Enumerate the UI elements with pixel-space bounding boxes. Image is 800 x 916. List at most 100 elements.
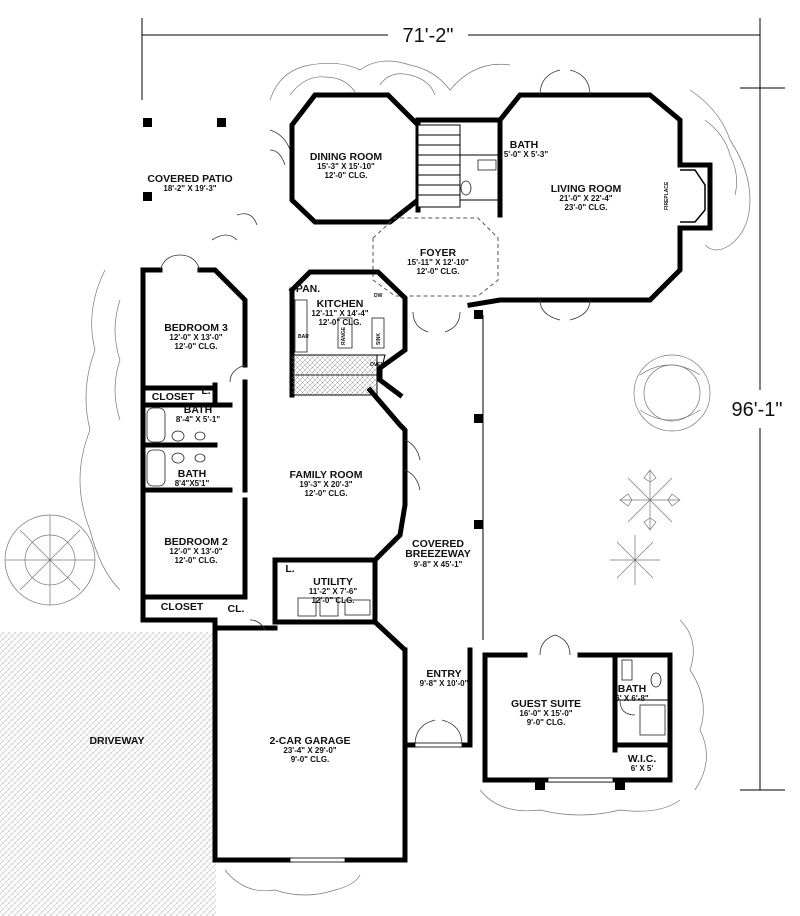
room-size: 15'-11" X 12'-10": [407, 258, 469, 267]
room-ceiling: 12'-0" CLG.: [324, 171, 367, 180]
tree-palm-1: [619, 469, 681, 531]
room-bath-b2: BATH 8'4"X5'1": [175, 468, 210, 488]
fireplace-label: FIREPLACE: [664, 181, 670, 210]
room-utility: UTILITY 11'-2" X 7'-6" 12'-0" CLG.: [309, 576, 358, 605]
shrub-left: [79, 269, 121, 591]
room-name: 2-CAR GARAGE: [269, 735, 350, 747]
room-name: FOYER: [420, 247, 457, 259]
room-ceiling: 12'-0" CLG.: [318, 318, 361, 327]
room-name: DRIVEWAY: [89, 735, 144, 747]
oven-label: OVEN: [370, 362, 385, 368]
fireplace: FIREPLACE: [664, 169, 706, 223]
room-living-room: LIVING ROOM 21'-0" X 22'-4" 23'-0" CLG.: [551, 183, 622, 212]
room-covered-patio: COVERED PATIO 18'-2" X 19'-3": [147, 173, 232, 193]
room-size: 18'-2" X 19'-3": [163, 184, 216, 193]
room-name: BEDROOM 2: [164, 536, 228, 548]
room-driveway: DRIVEWAY: [89, 735, 144, 747]
room-name: PAN.: [296, 283, 320, 295]
room-size: 21'-0" X 22'-4": [559, 194, 612, 203]
room-closet-b3: CLOSET: [152, 391, 195, 403]
room-size: 9'-8" X 45'-1": [414, 560, 463, 569]
bar-label: BAR: [298, 334, 309, 340]
room-size: 12'-0" X 13'-0": [169, 333, 222, 342]
room-size: 6' X 5': [631, 764, 654, 773]
doors: [159, 69, 636, 746]
shrub-right: [689, 89, 751, 251]
room-ceiling: 23'-0" CLG.: [564, 203, 607, 212]
room-name: KITCHEN: [317, 298, 364, 310]
room-name: FAMILY ROOM: [290, 469, 363, 481]
room-ceiling: 9'-0" CLG.: [527, 718, 566, 727]
room-name: ENTRY: [426, 668, 461, 680]
room-ceiling: 12'-0" CLG.: [416, 267, 459, 276]
room-size: 9'-8" X 10'-0": [420, 679, 469, 688]
room-size: 12'-11" X 14'-4": [311, 309, 368, 318]
room-family-room: FAMILY ROOM 19'-3" X 20'-3" 12'-0" CLG.: [290, 469, 363, 498]
room-name: BATH: [510, 139, 538, 151]
room-wic: W.I.C. 6' X 5': [628, 753, 657, 773]
room-ceiling: 12'-0" CLG.: [311, 596, 354, 605]
dw-label: DW: [374, 293, 383, 299]
room-linen-utility: L.: [285, 563, 294, 575]
room-linen-b3: L.: [201, 385, 210, 397]
room-name: BATH: [178, 468, 206, 480]
room-ceiling: 12'-0" CLG.: [304, 489, 347, 498]
driveway-area: [0, 632, 216, 916]
room-name: COVERED PATIO: [147, 173, 232, 185]
room-cl: CL.: [228, 603, 245, 615]
tree-palm-2: [610, 535, 660, 585]
shrub-bottom: [224, 869, 361, 896]
room-name: BATH: [618, 683, 646, 695]
room-size: 5'-0" X 5'-3": [504, 150, 549, 159]
shrub-guest: [479, 619, 707, 816]
room-name: GUEST SUITE: [511, 698, 581, 710]
room-size: 11'-2" X 7'-6": [309, 587, 358, 596]
room-size: 12'-0" X 13'-0": [169, 547, 222, 556]
room-ceiling: 12'-0" CLG.: [174, 556, 217, 565]
room-name: CL.: [228, 603, 245, 615]
shrub-top: [269, 60, 511, 101]
windows: [289, 742, 614, 863]
room-name: UTILITY: [313, 576, 353, 588]
room-size: 8'-4" X 5'-1": [176, 415, 221, 424]
room-ceiling: 9'-0" CLG.: [291, 755, 330, 764]
depth-dimension-label: 96'-1": [732, 399, 783, 421]
room-pantry: PAN.: [296, 283, 320, 295]
room-entry: ENTRY 9'-8" X 10'-0": [420, 668, 469, 688]
room-name: W.I.C.: [628, 753, 657, 765]
room-closet-b2: CLOSET: [161, 601, 204, 613]
tree-round-right: [633, 354, 711, 432]
landscaping: [4, 60, 751, 896]
room-guest-suite: GUEST SUITE 16'-0" X 15'-0" 9'-0" CLG.: [511, 698, 581, 727]
stairs: [417, 124, 461, 208]
range-label: RANGE: [341, 326, 347, 345]
sink-label: SINK: [376, 333, 382, 345]
room-name: COVERED: [412, 538, 464, 550]
room-size: 6' X 6'-8": [615, 694, 649, 703]
room-kitchen: KITCHEN 12'-11" X 14'-4" 12'-0" CLG.: [311, 298, 368, 327]
room-covered-breezeway: COVERED BREEZEWAY 9'-8" X 45'-1": [405, 538, 471, 569]
room-name: DINING ROOM: [310, 151, 383, 163]
room-bedroom-2: BEDROOM 2 12'-0" X 13'-0" 12'-0" CLG.: [164, 536, 228, 565]
room-size: 8'4"X5'1": [175, 479, 210, 488]
room-size: 15'-3" X 15'-10": [317, 162, 375, 171]
room-size: 16'-0" X 15'-0": [519, 709, 572, 718]
room-name: CLOSET: [152, 391, 195, 403]
fixtures: [146, 159, 666, 736]
walls: [140, 92, 713, 863]
tree-big-left: [4, 514, 96, 606]
room-name: L.: [285, 563, 294, 575]
room-ceiling: 12'-0" CLG.: [174, 342, 217, 351]
width-dimension-line: [141, 18, 761, 100]
room-bath-b3: BATH 8'-4" X 5'-1": [176, 404, 221, 424]
room-bath-living: BATH 5'-0" X 5'-3": [504, 139, 549, 159]
room-bath-guest: BATH 6' X 6'-8": [615, 683, 649, 703]
room-foyer: FOYER 15'-11" X 12'-10" 12'-0" CLG.: [407, 247, 469, 276]
room-dining-room: DINING ROOM 15'-3" X 15'-10" 12'-0" CLG.: [310, 151, 383, 180]
room-name: LIVING ROOM: [551, 183, 622, 195]
depth-dimension-line: [740, 87, 785, 791]
room-name: BEDROOM 3: [164, 322, 228, 334]
room-name: BATH: [184, 404, 212, 416]
room-name-2: BREEZEWAY: [405, 548, 471, 560]
